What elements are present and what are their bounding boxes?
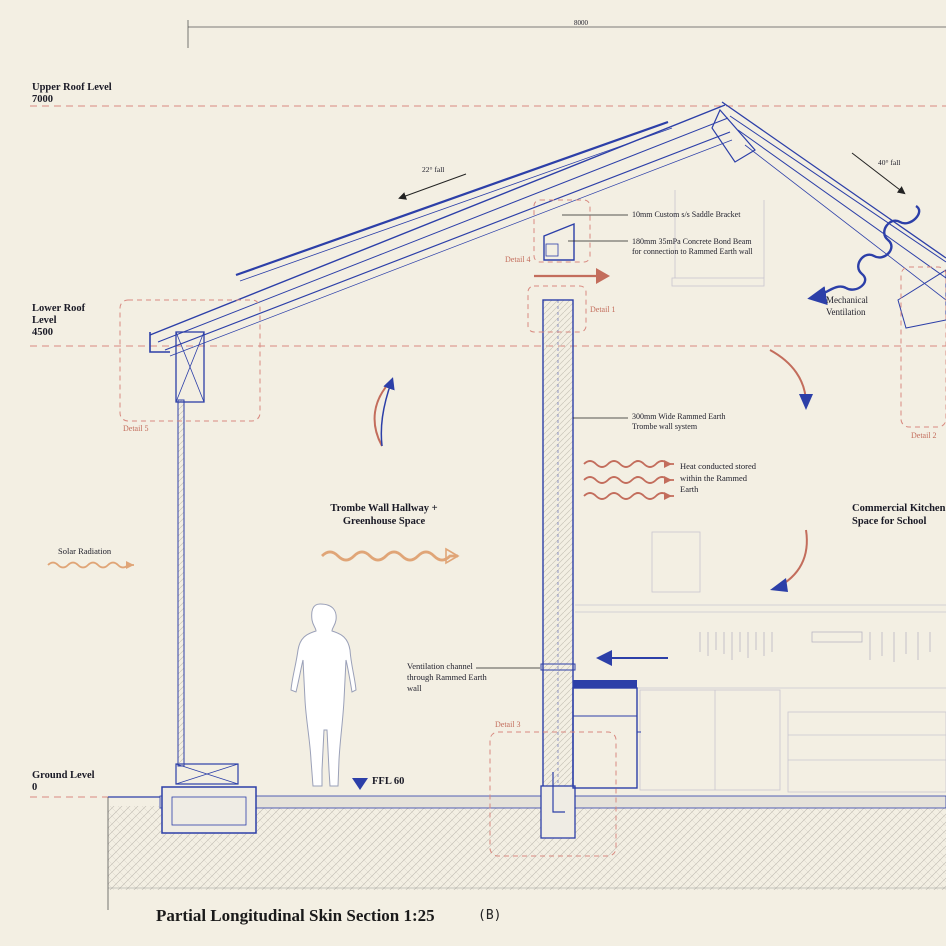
dimension-line: [187, 20, 946, 48]
lower-roof-level-name: Lower Roof Level: [32, 303, 86, 326]
left-wall: [177, 399, 185, 767]
ground-level-value: 0: [32, 782, 38, 793]
mech-vent-note: Mechanical Ventilation: [826, 295, 868, 317]
airflow-return-arrow: [775, 529, 808, 589]
solar-wave-small: [47, 561, 134, 569]
leader-lines: [476, 214, 628, 669]
rammed-earth-wall: [542, 299, 574, 813]
detail-2-label: Detail 2: [911, 431, 937, 440]
ffl-label: FFL 60: [372, 776, 405, 787]
roof-right: [711, 101, 946, 329]
fall-label-right: 40° fall: [878, 158, 901, 167]
lower-roof-level-label: Lower Roof Level 4500: [32, 303, 102, 339]
heat-note: Heat conducted stored within the Rammed …: [680, 461, 756, 494]
detail-5-label: Detail 5: [123, 424, 149, 433]
dimension-label: 8000: [574, 19, 588, 27]
detail-1-label: Detail 1: [590, 305, 616, 314]
human-figure: [290, 603, 357, 787]
detail-3-label: Detail 3: [495, 720, 521, 729]
fall-arrow-right: [851, 152, 906, 195]
ffl-marker: [352, 778, 368, 790]
section-tag: (B): [478, 908, 502, 923]
heat-waves: [583, 460, 674, 500]
detail-boxes: [119, 199, 946, 857]
mech-vent-arrow: [807, 204, 921, 306]
solar-note: Solar Radiation: [58, 546, 112, 556]
upper-roof-level-name: Upper Roof Level: [32, 82, 112, 93]
roof-left: [149, 104, 733, 357]
kitchen-background: [575, 190, 946, 793]
ground-level-label: Ground Level 0: [32, 770, 95, 794]
detail-4-label: Detail 4: [505, 255, 531, 264]
fall-label-left: 22° fall: [422, 165, 445, 174]
ground-level-name: Ground Level: [32, 770, 95, 781]
solar-wave-large: [321, 550, 458, 562]
hallway-space-label: Trombe Wall Hallway + Greenhouse Space: [330, 503, 438, 527]
drawing-title: Partial Longitudinal Skin Section 1:25: [156, 906, 435, 925]
bracket-note: 10mm Custom s/s Saddle Bracket: [632, 210, 741, 219]
left-footing: [161, 786, 257, 834]
upper-roof-level-label: Upper Roof Level 7000: [32, 82, 112, 106]
kitchen-cabinet: [572, 680, 641, 789]
upper-roof-level-value: 7000: [32, 94, 53, 105]
wall-system-note: 300mm Wide Rammed Earth Trombe wall syst…: [632, 412, 726, 431]
beam-note: 180mm 35mPa Concrete Bond Beam for conne…: [632, 237, 753, 256]
vent-channel-note: Ventilation channel through Rammed Earth…: [407, 661, 487, 693]
kitchen-space-label: Commercial Kitchen Space for School: [852, 503, 946, 527]
fall-arrow-left: [398, 173, 467, 200]
lower-roof-level-value: 4500: [32, 327, 53, 338]
